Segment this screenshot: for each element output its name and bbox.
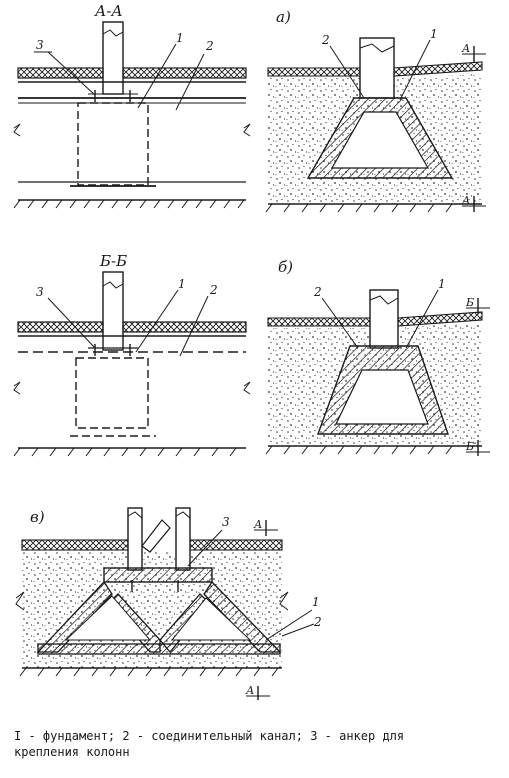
v-column-left: [127, 507, 143, 571]
b-section-mark-bottom: Б: [465, 440, 474, 453]
aa-callout-2: 2: [205, 39, 214, 53]
v-callout-2: 2: [313, 615, 322, 629]
panel-v: в) А А: [15, 507, 322, 700]
bb-callout-1: 1: [178, 277, 186, 291]
v-column-right: [175, 507, 191, 571]
aa-floor-slab-right: [122, 67, 247, 79]
panel-a: а) А А 2 1: [265, 8, 486, 213]
aa-floor-slab-left: [17, 67, 104, 79]
bb-callout-3: 3: [36, 285, 44, 299]
v-top-beam: [103, 567, 213, 583]
aa-foundation-outline: [77, 102, 149, 186]
aa-column-break: [102, 29, 124, 37]
a-foundation-void: [330, 111, 430, 169]
a-callout-1: 1: [430, 27, 438, 41]
v-callout-3: 3: [222, 515, 230, 529]
aa-callout-1: 1: [176, 31, 184, 45]
panel-aa-label: А-А: [94, 2, 123, 20]
a-column: [359, 37, 395, 99]
v-section-mark-top: А: [253, 518, 262, 531]
v-bottom-slab: [37, 643, 281, 655]
foundation-figure: А-А 3 1: [13, 2, 490, 700]
panel-aa: А-А 3 1: [13, 2, 251, 209]
panel-b: б) Б Б 2 1: [265, 258, 490, 456]
v-column-brace: [141, 519, 171, 553]
v-void-left: [64, 595, 152, 641]
v-callout-1: 1: [312, 595, 320, 609]
aa-callout-3: 3: [36, 38, 44, 52]
a-section-mark-top: А: [461, 42, 470, 55]
b-section-mark-top: Б: [465, 296, 474, 309]
aa-break-left: [13, 123, 21, 137]
bb-foundation-outline: [75, 357, 149, 429]
a-floor-right: [393, 61, 483, 77]
a-section-mark-bottom: А: [461, 194, 470, 207]
bb-floor-slab-left: [17, 321, 104, 333]
bb-floor-slab-right: [122, 321, 247, 333]
bb-callout-2: 2: [209, 283, 218, 297]
panel-a-label: а): [276, 8, 291, 26]
a-callout-2: 2: [321, 33, 330, 47]
v-section-mark-bottom: А: [245, 684, 254, 697]
b-foundation-void: [335, 369, 429, 425]
caption-line-2: крепления колонн: [14, 745, 130, 759]
panel-bb: Б-Б 3 1 2: [13, 252, 251, 457]
aa-break-right: [243, 123, 251, 137]
b-callout-1: 1: [438, 277, 446, 291]
v-void-right: [170, 597, 252, 641]
a-floor-left: [267, 67, 361, 77]
aa-ground-ticks: [13, 199, 245, 209]
panel-v-label: в): [30, 508, 45, 526]
a-column-break: [359, 43, 395, 53]
panel-bb-label: Б-Б: [99, 252, 127, 270]
bb-column: [102, 271, 124, 351]
caption-line-1: I - фундамент; 2 - соединительный канал;…: [14, 729, 405, 743]
b-callout-2: 2: [313, 285, 322, 299]
panel-b-label: б): [278, 258, 293, 276]
figure-caption: I - фундамент; 2 - соединительный канал;…: [14, 728, 494, 760]
